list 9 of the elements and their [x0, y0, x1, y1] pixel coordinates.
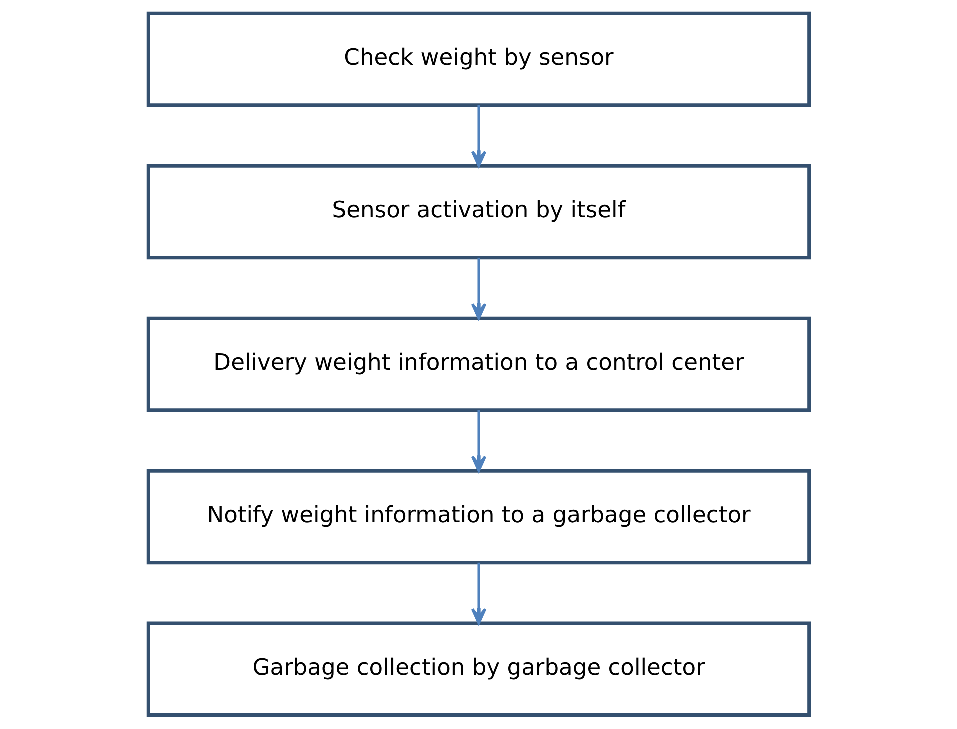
node-box: Delivery weight information to a control center	[146, 316, 811, 412]
arrow	[470, 105, 486, 168]
node-box: Check weight by sensor	[146, 12, 811, 108]
arrow	[470, 562, 486, 625]
arrow	[470, 410, 486, 472]
node-box: Garbage collection by garbage collector	[146, 622, 811, 718]
node-box: Sensor activation by itself	[146, 164, 811, 260]
arrow	[470, 258, 486, 320]
node-box: Notify weight information to a garbage collector	[146, 469, 811, 565]
